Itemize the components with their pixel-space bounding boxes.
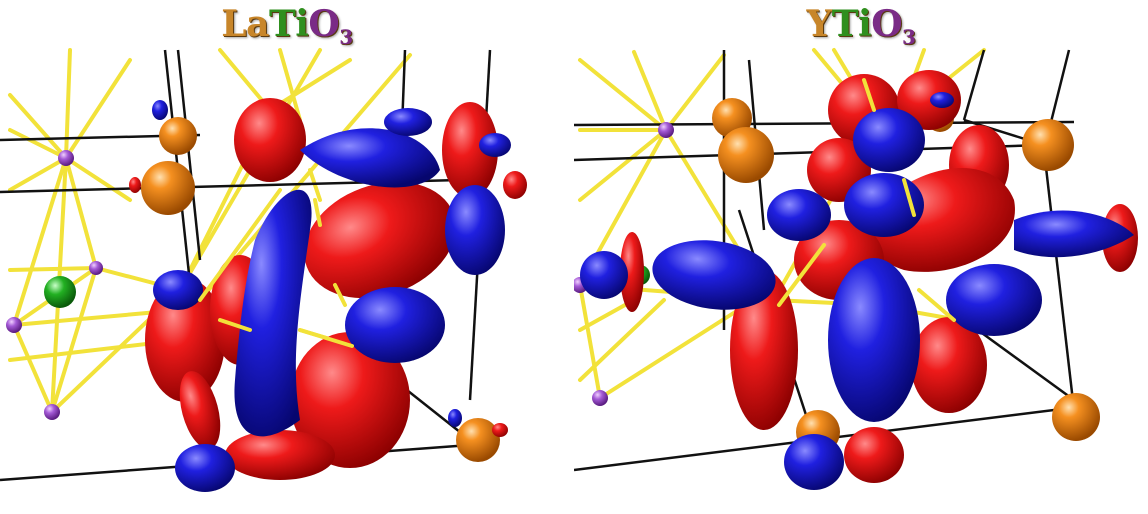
green-atom (44, 276, 76, 308)
ytio3-panel: YTiO3 (574, 0, 1148, 514)
bond-sticks-front (198, 188, 354, 348)
orbital-lobes (580, 70, 1138, 490)
title-part-ti: Ti (268, 3, 309, 45)
ytio3-orbital-image (574, 48, 1138, 490)
title-part-la: La (221, 3, 269, 45)
bond-sticks-front (777, 78, 956, 322)
latio3-orbital-image (0, 48, 527, 492)
title-part-y: Y (806, 3, 833, 45)
title-part-subscript: 3 (902, 25, 916, 49)
title-part-o: O (308, 3, 340, 45)
orbital-lobes (129, 98, 527, 492)
latio3-panel: LaTiO3 (0, 2, 574, 492)
latio3-title: LaTiO3 (0, 2, 574, 49)
ytio3-title: YTiO3 (574, 2, 1148, 49)
bond-network (8, 48, 412, 414)
orange-atoms (141, 117, 500, 462)
title-part-ti: Ti (831, 3, 872, 45)
title-part-o: O (871, 3, 903, 45)
title-part-subscript: 3 (339, 25, 353, 49)
